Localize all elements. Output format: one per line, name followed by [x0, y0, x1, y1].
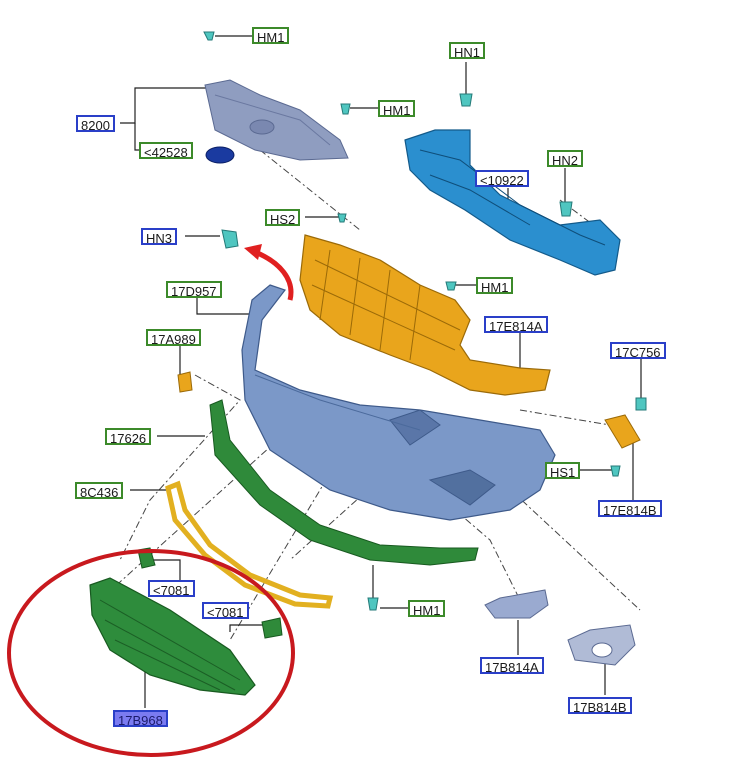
label-8c436: 8C436: [75, 482, 124, 500]
label-hn3: HN3: [141, 228, 178, 246]
label-17c756: 17C756: [610, 342, 666, 360]
label-hs2: HS2: [265, 209, 301, 227]
leader-lines: [120, 35, 642, 708]
label-7081-a: <7081: [148, 580, 195, 598]
ford-badge: [205, 146, 235, 164]
energy-absorber: [299, 234, 551, 396]
label-8200: 8200: [76, 115, 115, 133]
label-hm1-bottom: HM1: [408, 600, 446, 618]
highlight-circle: [7, 549, 295, 757]
label-42528: <42528: [139, 142, 193, 160]
label-17b814a: 17B814A: [480, 657, 544, 675]
label-hm1-mid: HM1: [378, 100, 416, 118]
fog-bezel-17b814a: [484, 589, 549, 619]
label-10922: <10922: [475, 170, 529, 188]
label-hm1-top: HM1: [252, 27, 290, 45]
label-17626: 17626: [105, 428, 152, 446]
trim-strip-8c436: [165, 480, 334, 609]
clips: [203, 31, 647, 611]
label-17d957: 17D957: [166, 281, 222, 299]
label-17a989: 17A989: [146, 329, 201, 347]
red-direction-arrow: [244, 244, 294, 301]
lower-spoiler: [209, 399, 479, 566]
label-hm1-right: HM1: [476, 277, 514, 295]
lower-grille: [89, 577, 256, 696]
fog-bezel-17b814b: [567, 624, 636, 666]
label-17e814a: 17E814A: [484, 316, 548, 334]
bracket-7081-b: [261, 617, 283, 639]
label-7081-b: <7081: [202, 602, 249, 620]
label-17e814b: 17E814B: [598, 500, 662, 518]
label-hn2: HN2: [547, 150, 584, 168]
bumper-reinforcement: [404, 129, 621, 276]
bracket-17a989: [177, 371, 193, 393]
label-17b814b: 17B814B: [568, 697, 632, 715]
label-hn1: HN1: [449, 42, 486, 60]
bracket-17e814b: [604, 414, 641, 449]
label-hs1: HS1: [545, 462, 581, 480]
label-17b968: 17B968: [113, 710, 168, 728]
upper-cover: [204, 79, 349, 161]
